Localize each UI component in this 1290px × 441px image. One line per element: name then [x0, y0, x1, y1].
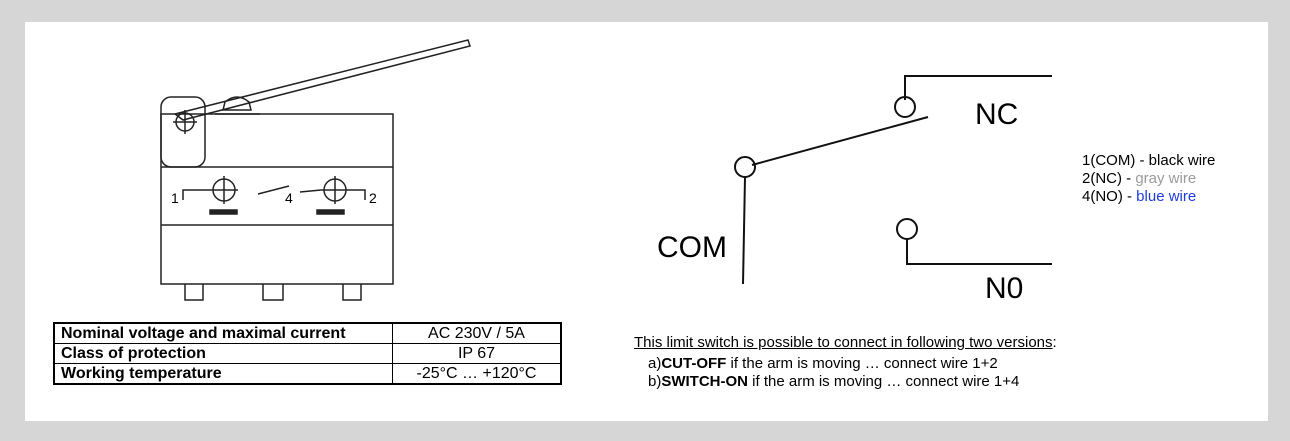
spec-value: -25°C … +120°C [392, 363, 562, 385]
switch-schematic: NC COM N0 [657, 75, 1052, 305]
terminal-4-label: 4 [285, 190, 293, 206]
wire-row: 2(NC) - gray wire [1082, 170, 1215, 188]
wire-row: 4(NO) - blue wire [1082, 188, 1215, 206]
terminal-2-label: 2 [369, 190, 377, 206]
nc-contact [894, 96, 916, 118]
wire-terminal: 4(NO) - [1082, 188, 1137, 205]
switch-drawing: 1 4 2 [160, 39, 471, 301]
spec-value: IP 67 [392, 343, 562, 364]
option-text: if the arm is moving … connect wire 1+4 [748, 373, 1020, 390]
wire-row: 1(COM) - black wire [1082, 152, 1215, 170]
option-mode: CUT-OFF [661, 355, 727, 372]
option-text: if the arm is moving … connect wire 1+2 [726, 355, 998, 372]
wire-legend: 1(COM) - black wire 2(NC) - gray wire 4(… [1082, 152, 1215, 206]
spec-table: Nominal voltage and maximal current AC 2… [53, 322, 562, 385]
table-row: Working temperature -25°C … +120°C [53, 363, 562, 385]
spec-label: Class of protection [53, 343, 393, 364]
versions-heading-text: This limit switch is possible to connect… [634, 334, 1053, 351]
table-row: Class of protection IP 67 [53, 343, 562, 364]
version-option: a)CUT-OFF if the arm is moving … connect… [634, 355, 1057, 373]
com-contact [734, 156, 756, 178]
wire-color: black wire [1148, 152, 1216, 169]
no-wire [906, 239, 1052, 265]
spec-value: AC 230V / 5A [392, 322, 562, 344]
versions-heading-suffix: : [1052, 334, 1057, 351]
nc-wire [904, 75, 1052, 100]
lever-arm [173, 39, 471, 121]
terminal-1-label: 1 [171, 190, 179, 206]
com-wire [742, 176, 746, 285]
no-contact [896, 218, 918, 240]
nc-label: NC [975, 98, 1018, 131]
wire-terminal: 2(NC) - [1082, 170, 1136, 187]
spec-label: Working temperature [53, 363, 393, 385]
no-label: N0 [985, 272, 1023, 305]
table-row: Nominal voltage and maximal current AC 2… [53, 322, 562, 344]
connection-versions: This limit switch is possible to connect… [634, 334, 1057, 391]
wire-color: gray wire [1135, 170, 1197, 187]
wire-terminal: 1(COM) - [1082, 152, 1149, 169]
content-panel: 1 4 2 NC COM N0 1(COM) - black wire 2(NC… [25, 22, 1268, 421]
switch-lever [751, 116, 929, 166]
option-mode: SWITCH-ON [661, 373, 748, 390]
com-label: COM [657, 231, 727, 264]
spec-label: Nominal voltage and maximal current [53, 322, 393, 344]
versions-heading: This limit switch is possible to connect… [634, 334, 1057, 351]
option-marker: b) [648, 373, 662, 390]
wire-color: blue wire [1136, 188, 1197, 205]
version-option: b)SWITCH-ON if the arm is moving … conne… [634, 373, 1057, 391]
option-marker: a) [648, 355, 662, 372]
